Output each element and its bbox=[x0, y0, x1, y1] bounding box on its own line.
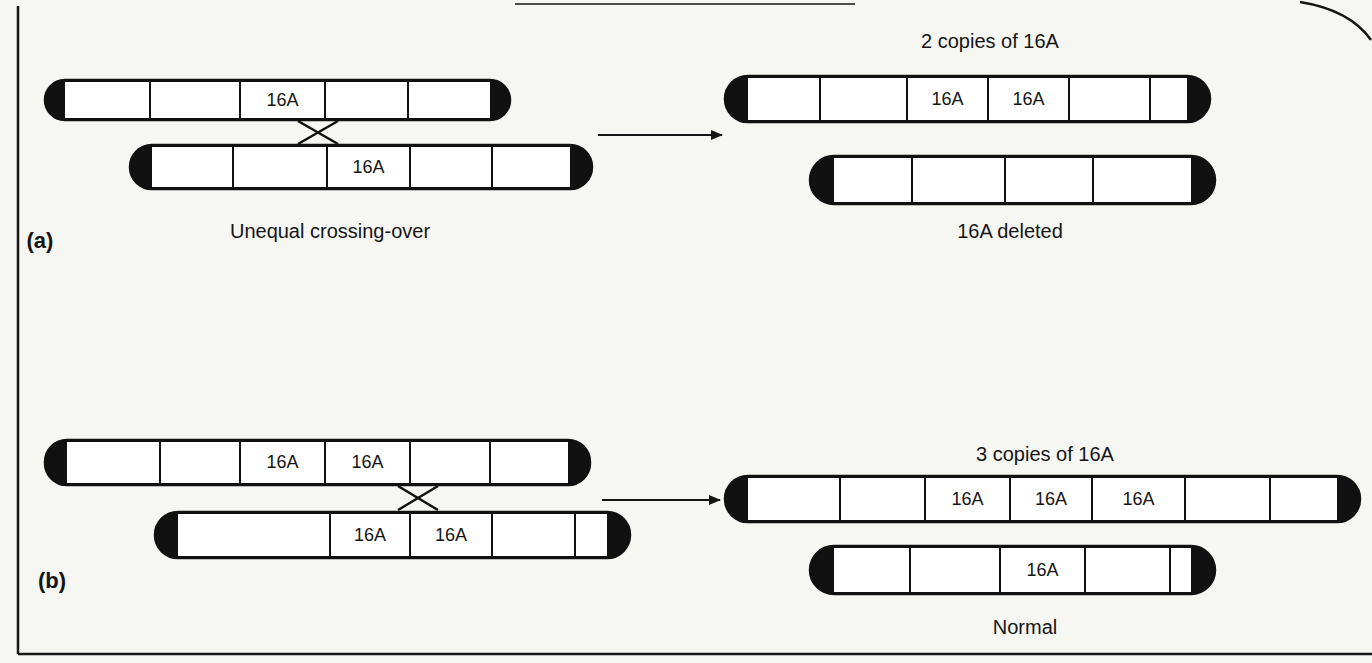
crossover-mark bbox=[398, 486, 438, 510]
chromosome bbox=[810, 546, 1215, 594]
gene-band: 16A bbox=[925, 476, 1010, 522]
caption-label: 16A deleted bbox=[957, 220, 1063, 243]
gene-band: 16A bbox=[410, 512, 492, 558]
gene-band: 16A bbox=[907, 76, 988, 122]
gene-band: 16A bbox=[240, 80, 325, 120]
gene-band: 16A bbox=[240, 440, 325, 485]
chromosome bbox=[810, 156, 1215, 204]
panel-letter: (a) bbox=[27, 228, 54, 254]
caption-label: 2 copies of 16A bbox=[921, 30, 1059, 53]
band-label: 16A bbox=[266, 452, 298, 473]
band-label: 16A bbox=[1122, 489, 1154, 510]
chromosome bbox=[45, 440, 590, 485]
figure-frame bbox=[18, 2, 1372, 654]
gene-band: 16A bbox=[1010, 476, 1092, 522]
gene-band: 16A bbox=[330, 512, 410, 558]
band-label: 16A bbox=[352, 157, 384, 178]
band-label: 16A bbox=[1012, 89, 1044, 110]
crossover-mark bbox=[298, 121, 338, 144]
chromosome bbox=[45, 80, 510, 120]
chromosome bbox=[130, 145, 592, 189]
process-arrow bbox=[598, 134, 722, 136]
caption-label: 3 copies of 16A bbox=[976, 443, 1114, 466]
gene-band: 16A bbox=[327, 145, 410, 189]
caption-label: Normal bbox=[993, 616, 1057, 639]
band-label: 16A bbox=[1035, 489, 1067, 510]
gene-band: 16A bbox=[988, 76, 1069, 122]
band-label: 16A bbox=[931, 89, 963, 110]
caption-label: Unequal crossing-over bbox=[230, 220, 430, 243]
gene-band: 16A bbox=[325, 440, 410, 485]
chromosome bbox=[725, 76, 1210, 122]
process-arrow bbox=[602, 499, 720, 501]
band-label: 16A bbox=[435, 525, 467, 546]
band-label: 16A bbox=[951, 489, 983, 510]
chromosome bbox=[155, 512, 630, 558]
band-label: 16A bbox=[351, 452, 383, 473]
band-label: 16A bbox=[354, 525, 386, 546]
gene-band: 16A bbox=[1092, 476, 1185, 522]
gene-band: 16A bbox=[1000, 546, 1085, 594]
band-label: 16A bbox=[1026, 560, 1058, 581]
band-label: 16A bbox=[266, 90, 298, 111]
chromosome bbox=[725, 476, 1360, 522]
panel-letter: (b) bbox=[38, 568, 66, 594]
